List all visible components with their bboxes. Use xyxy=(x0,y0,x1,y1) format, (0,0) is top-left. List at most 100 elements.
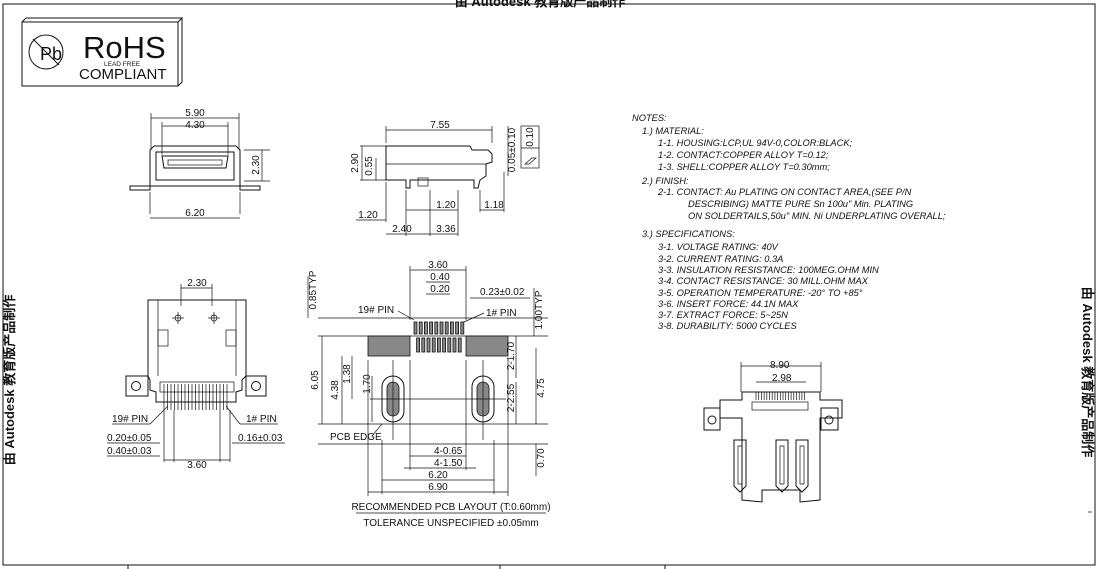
notes-block: NOTES: 1.) MATERIAL: 1-1. HOUSING:LCP,UL 9… xyxy=(632,113,946,331)
note-line: 3-4. CONTACT RESISTANCE: 30 MILL.OHM MAX xyxy=(658,276,869,286)
dim-8-90: 8.90 xyxy=(770,360,790,371)
bottom-pin19-label: 19# PIN xyxy=(112,414,148,425)
pcb-caption-tolerance: TOLERANCE UNSPECIFIED ±0.05mm xyxy=(363,518,538,529)
pcb-pad xyxy=(413,321,418,335)
bottom-view: 2.30 19# PIN 1# PIN 0.20±0.05 0.40±0.03 … xyxy=(107,278,285,471)
side-view: 7.55 2.90 0.55 1.20 1.20 1.18 2.40 3.36 … xyxy=(350,120,540,236)
dim-6-20: 6.20 xyxy=(185,208,205,219)
dim-6-90: 6.90 xyxy=(428,482,448,493)
pcb-layout: 0.85TYP 3.60 0.40 0.20 0.23±0.02 1.00TYP… xyxy=(307,260,551,529)
dim-0-20: 0.20±0.05 xyxy=(107,433,152,444)
svg-text:Pb: Pb xyxy=(40,44,62,64)
bottom-pin1-label: 1# PIN xyxy=(246,414,277,425)
front-view: 5.90 4.30 2.30 6.20 xyxy=(129,108,270,219)
dim-2-98: 2.98 xyxy=(772,373,792,384)
dim-2-90: 2.90 xyxy=(350,153,361,173)
flatness-icon xyxy=(524,157,537,165)
pcb-pad xyxy=(418,321,423,335)
dim-3-60: 3.60 xyxy=(187,460,207,471)
note-line: 1-2. CONTACT:COPPER ALLOY T=0.12; xyxy=(658,150,829,160)
note-line: DESCRIBING) MATTE PURE Sn 100u" Min. PLA… xyxy=(688,199,913,209)
note-line: 3-5. OPERATION TEMPERATURE: -20° TO +85° xyxy=(658,288,863,298)
rohs-compliant: COMPLIANT xyxy=(79,66,167,83)
dim-2-40: 2.40 xyxy=(392,224,412,235)
note-line: 3.) SPECIFICATIONS: xyxy=(642,229,735,239)
dim-1-00typ: 1.00TYP xyxy=(534,290,545,329)
pcb-pad xyxy=(423,321,428,335)
iso-view: 8.90 2.98 xyxy=(703,360,843,503)
dim-4-0-65: 4-0.65 xyxy=(434,446,463,457)
dim-4-75: 4.75 xyxy=(536,378,547,398)
dim-0-16: 0.16±0.03 xyxy=(238,433,283,444)
dim-2-2-55: 2-2.55 xyxy=(506,383,517,412)
watermark-top: 由 Autodesk 教育版产品制作 xyxy=(455,0,625,9)
dim-0-10-flat: 0.10 xyxy=(525,127,536,147)
pcb-pad xyxy=(455,321,460,335)
rohs-sub: LEAD FREE xyxy=(104,61,141,68)
dim-0-05-tol: 0.05±0.10 xyxy=(507,127,518,172)
pcb-pin1-label: 1# PIN xyxy=(486,308,517,319)
dim-7-55: 7.55 xyxy=(430,120,450,131)
dim-2-1-70: 2-1.70 xyxy=(506,341,517,370)
note-line: NOTES: xyxy=(632,113,667,123)
dim-0-23: 0.23±0.02 xyxy=(480,287,525,298)
note-line: 2.) FINISH: xyxy=(641,176,689,186)
dim-0-40: 0.40 xyxy=(430,272,450,283)
note-line: ON SOLDERTAILS,50u" MIN. Ni UNDERPLATING… xyxy=(688,211,946,221)
rohs-title: RoHS xyxy=(83,30,166,65)
sheet-border xyxy=(2,3,1096,566)
dim-0-70: 0.70 xyxy=(536,448,547,468)
dim-0-20: 0.20 xyxy=(430,284,450,295)
dim-5-90: 5.90 xyxy=(185,108,205,119)
pcb-pad xyxy=(444,321,449,335)
dim-0-85typ: 0.85TYP xyxy=(308,270,319,309)
pcb-pad xyxy=(457,337,462,353)
pcb-pad xyxy=(434,321,439,335)
dim-1-18: 1.18 xyxy=(484,200,504,211)
dim-6-05: 6.05 xyxy=(310,370,321,390)
pcb-pad xyxy=(431,337,436,353)
dim-1-20a: 1.20 xyxy=(358,210,378,221)
dim-0-55: 0.55 xyxy=(364,156,375,176)
note-line: 3-8. DURABILITY: 5000 CYCLES xyxy=(658,321,797,331)
pcb-pad xyxy=(447,337,452,353)
note-line: 2-1. CONTACT: Au PLATING ON CONTACT AREA… xyxy=(657,187,912,197)
dim-2-30: 2.30 xyxy=(251,155,262,175)
dim-3-36: 3.36 xyxy=(436,224,456,235)
note-line: 3-1. VOLTAGE RATING: 40V xyxy=(658,242,779,252)
note-line: 1.) MATERIAL: xyxy=(642,126,704,136)
pcb-pin19-label: 19# PIN xyxy=(358,305,394,316)
dim-4-1-50: 4-1.50 xyxy=(434,458,463,469)
pcb-caption-recommended: RECOMMENDED PCB LAYOUT (T:0.60mm) xyxy=(351,502,550,513)
pcb-pad xyxy=(460,321,465,335)
pcb-pad xyxy=(452,337,457,353)
pcb-pad xyxy=(429,321,434,335)
dim-1-38: 1.38 xyxy=(342,364,353,384)
note-line: 3-6. INSERT FORCE: 44.1N MAX xyxy=(658,299,799,309)
note-line: 3-2. CURRENT RATING: 0.3A xyxy=(658,254,783,264)
note-line: 3-3. INSULATION RESISTANCE: 100MEG.OHM M… xyxy=(658,265,879,275)
note-line: 3-7. EXTRACT FORCE: 5~25N xyxy=(658,310,788,320)
watermark-right: 由 Autodesk 教育版产品制作 xyxy=(1080,287,1095,457)
pcb-pad xyxy=(421,337,426,353)
dim-1-20b: 1.20 xyxy=(436,200,456,211)
lead-free-icon xyxy=(28,34,64,70)
dim-0-40: 0.40±0.03 xyxy=(107,446,152,457)
dim-3-60: 3.60 xyxy=(428,260,448,271)
dim-2-30: 2.30 xyxy=(187,278,207,289)
dim-1-70a: 1.70 xyxy=(362,374,373,394)
dim-4-30: 4.30 xyxy=(185,120,205,131)
pcb-pad xyxy=(426,337,431,353)
note-line: 1-1. HOUSING:LCP,UL 94V-0,COLOR:BLACK; xyxy=(658,138,853,148)
pcb-pad xyxy=(442,337,447,353)
watermark-left: 由 Autodesk 教育版产品制作 xyxy=(2,295,17,465)
note-line: 1-3. SHELL:COPPER ALLOY T=0.30mm; xyxy=(658,162,830,172)
pcb-pad xyxy=(416,337,421,353)
dim-6-20: 6.20 xyxy=(428,470,448,481)
pcb-edge-label: PCB EDGE xyxy=(330,432,382,443)
pcb-pad xyxy=(449,321,454,335)
rohs-logo: Pb RoHS LEAD FREE COMPLIANT xyxy=(21,16,183,87)
pcb-pad xyxy=(436,337,441,353)
pcb-pad xyxy=(439,321,444,335)
